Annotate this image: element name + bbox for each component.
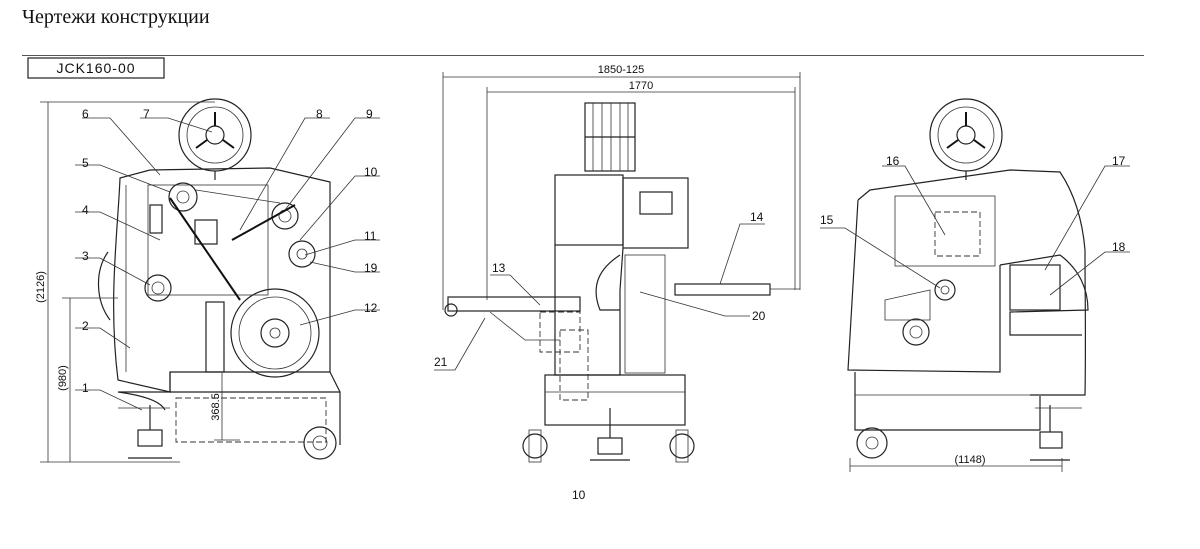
callout-1: 1 [82, 381, 89, 395]
callout-7: 7 [143, 107, 150, 121]
callout-18: 18 [1112, 240, 1126, 254]
dimension-base-height: 368.5 [210, 393, 222, 421]
drawing-code-stamp: JCK160-00 [27, 57, 165, 79]
callout-8: 8 [316, 107, 323, 121]
callout-5: 5 [82, 156, 89, 170]
header-rule [22, 55, 1144, 56]
callout-10: 10 [364, 165, 378, 179]
dimension-overall-width: 1850-125 [598, 64, 645, 76]
page-number: 10 [572, 488, 586, 502]
dimension-body-width: 1770 [629, 80, 653, 92]
dimension-depth: (1148) [955, 454, 986, 466]
callout-21: 21 [434, 355, 448, 369]
side-view: (2126) (980) 368.5 [35, 98, 380, 463]
callout-11: 11 [364, 229, 377, 243]
front-view: 1850-125 1770 [434, 64, 801, 463]
callout-4: 4 [82, 203, 89, 217]
callout-9: 9 [366, 107, 373, 121]
callout-15: 15 [820, 213, 834, 227]
callout-6: 6 [82, 107, 89, 121]
page-title: Чертежи конструкции [22, 6, 210, 28]
callout-19: 19 [364, 261, 378, 275]
callout-17: 17 [1112, 154, 1126, 168]
drawing-code: JCK160-00 [56, 60, 135, 76]
callout-3: 3 [82, 249, 89, 263]
callout-16: 16 [886, 154, 900, 168]
dimension-mid-height: (980) [57, 365, 69, 391]
callout-13: 13 [492, 261, 506, 275]
callout-20: 20 [752, 309, 766, 323]
callout-2: 2 [82, 319, 89, 333]
callout-14: 14 [750, 210, 764, 224]
callout-12: 12 [364, 301, 378, 315]
dimension-total-height: (2126) [35, 271, 47, 303]
rear-view: (1148) [820, 98, 1130, 472]
